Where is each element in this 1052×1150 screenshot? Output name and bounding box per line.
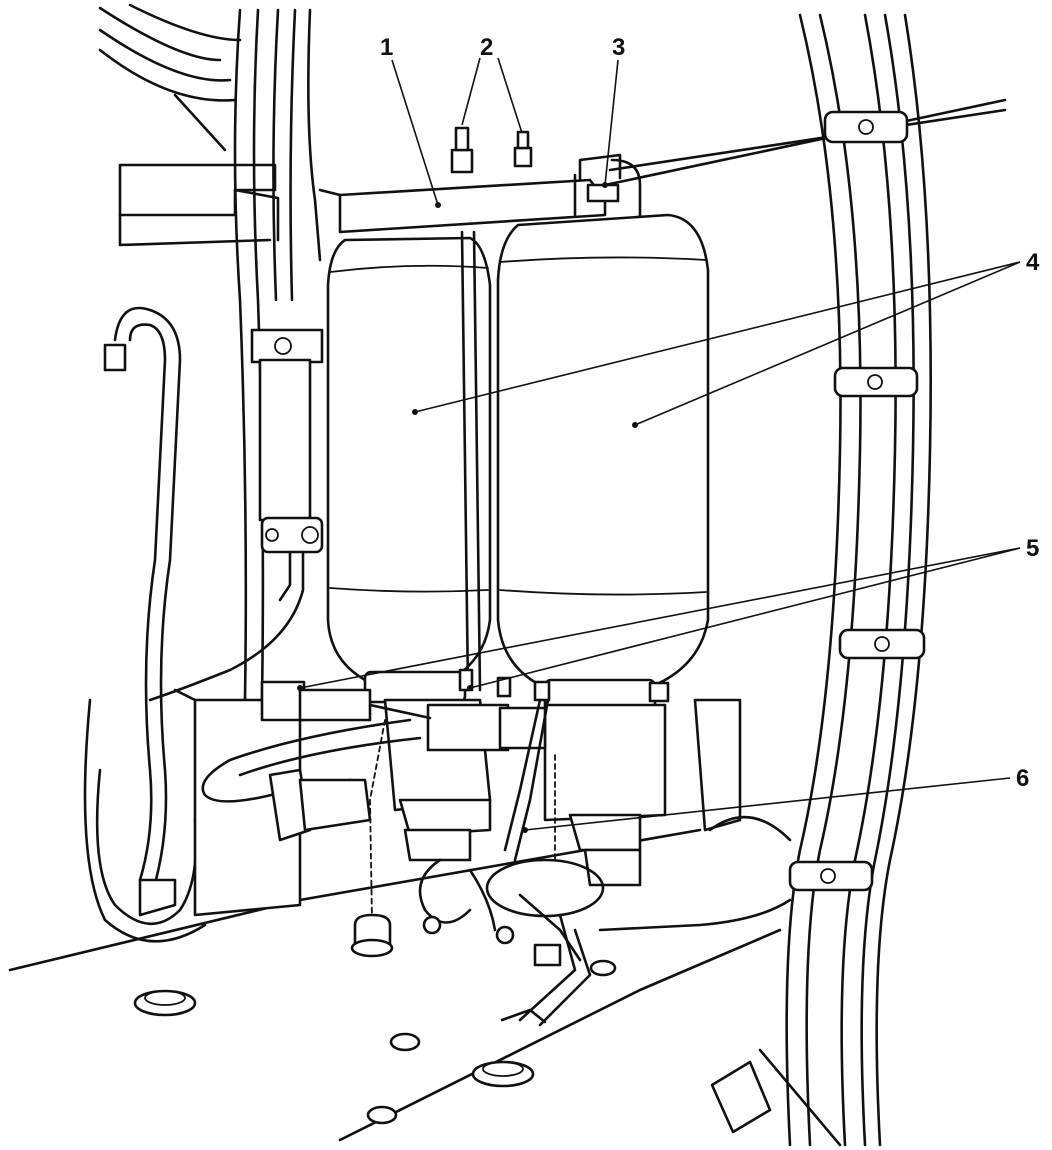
callout-2: 2 [480, 34, 493, 61]
harness-clamp [823, 110, 909, 144]
floor-plugs [133, 959, 772, 1134]
harness-clamp [788, 860, 874, 892]
harness-clamp [833, 366, 919, 398]
callout-5: 5 [1026, 535, 1039, 562]
callout-leaders [297, 57, 1021, 833]
bleed-screws [450, 126, 533, 174]
callout-1: 1 [380, 34, 393, 61]
callout-4: 4 [1026, 249, 1040, 276]
harness-clamp [838, 628, 926, 660]
relay-module [148, 328, 324, 702]
drain-chains [350, 719, 556, 958]
callout-3: 3 [612, 34, 625, 61]
drain-handles [418, 858, 605, 1027]
left-hose-loop [83, 306, 207, 943]
left-filter-canister [326, 236, 492, 682]
right-wiring-harness [598, 13, 933, 1147]
lower-hose [201, 718, 422, 842]
sensors-connectors [260, 668, 670, 862]
mounting-bracket [318, 98, 1007, 234]
floor-plate [8, 828, 842, 1147]
left-vertical-wiring [233, 8, 322, 702]
callout-6: 6 [1016, 765, 1029, 792]
filter-heads [363, 670, 742, 887]
center-tube [460, 230, 482, 692]
upper-left-wiring [98, 3, 280, 247]
